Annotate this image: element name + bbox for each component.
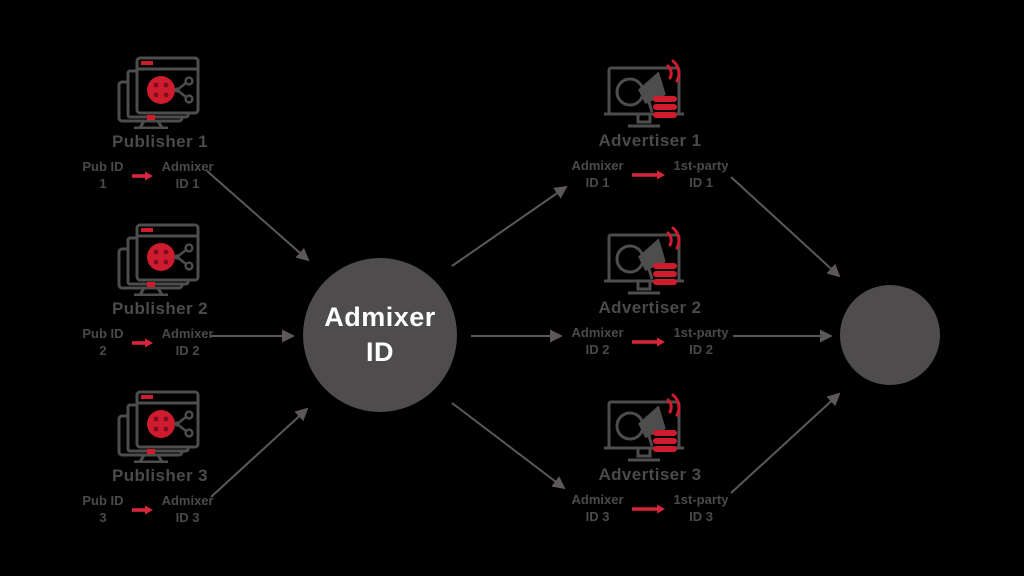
flow-arrow-adv3-to-endpoint	[730, 392, 841, 494]
mapped-id-label: Admixer ID 2	[161, 326, 214, 358]
publisher-name: Publisher 2	[111, 299, 209, 318]
id-transfer-arrow-icon	[631, 170, 665, 180]
publisher-3-node: Publisher 3 Pub ID 3 Admixer ID 3	[60, 387, 260, 527]
source-id-label: Pub ID 3	[82, 493, 124, 525]
flow-arrow-pub3-to-center	[210, 407, 309, 498]
source-id-label: Admixer ID 1	[571, 158, 624, 190]
advertiser-name: Advertiser 3	[598, 465, 702, 484]
advertiser-megaphone-icon	[604, 59, 684, 128]
advertiser-name: Advertiser 1	[598, 131, 702, 150]
publisher-name: Publisher 1	[111, 132, 209, 151]
endpoint-circle	[840, 285, 940, 385]
publisher-name: Publisher 3	[111, 466, 209, 485]
source-id-label: Pub ID 2	[82, 326, 124, 358]
flow-arrow-center-to-adv1	[451, 185, 568, 267]
id-transfer-arrow-icon	[131, 338, 153, 348]
admixer-id-label-line2: ID	[366, 337, 394, 367]
id-mapping-row: Admixer ID 1 1st-party ID 1	[560, 158, 740, 192]
id-mapping-row: Pub ID 1 Admixer ID 1	[48, 159, 248, 193]
source-id-label: Admixer ID 2	[571, 325, 624, 357]
id-mapping-row: Admixer ID 3 1st-party ID 3	[560, 492, 740, 526]
publisher-1-node: Publisher 1 Pub ID 1 Admixer ID 1	[60, 53, 260, 193]
id-mapping-row: Admixer ID 2 1st-party ID 2	[560, 325, 740, 359]
flow-arrow-center-to-adv3	[451, 402, 566, 490]
advertiser-megaphone-icon	[604, 393, 684, 462]
advertiser-2-node: Advertiser 2 Admixer ID 2 1st-party ID 2	[560, 223, 740, 359]
publisher-cookie-monitor-icon	[117, 56, 200, 129]
id-transfer-arrow-icon	[131, 171, 153, 181]
advertiser-name: Advertiser 2	[598, 298, 702, 317]
publisher-cookie-monitor-icon	[117, 390, 200, 463]
admixer-id-circle: Admixer ID	[303, 258, 457, 412]
advertiser-1-node: Advertiser 1 Admixer ID 1 1st-party ID 1	[560, 56, 740, 192]
publisher-2-node: Publisher 2 Pub ID 2 Admixer ID 2	[60, 220, 260, 360]
mapped-id-label: Admixer ID 3	[161, 493, 214, 525]
id-transfer-arrow-icon	[131, 505, 153, 515]
id-transfer-arrow-icon	[631, 337, 665, 347]
mapped-id-label: 1st-party ID 1	[673, 158, 729, 190]
mapped-id-label: Admixer ID 1	[161, 159, 214, 191]
source-id-label: Admixer ID 3	[571, 492, 624, 524]
id-transfer-arrow-icon	[631, 504, 665, 514]
publisher-cookie-monitor-icon	[117, 223, 200, 296]
flow-arrow-adv1-to-endpoint	[730, 176, 841, 278]
id-mapping-row: Pub ID 3 Admixer ID 3	[48, 493, 248, 527]
flow-arrow-pub1-to-center	[206, 170, 310, 262]
id-mapping-row: Pub ID 2 Admixer ID 2	[48, 326, 248, 360]
mapped-id-label: 1st-party ID 3	[673, 492, 729, 524]
source-id-label: Pub ID 1	[82, 159, 124, 191]
advertiser-megaphone-icon	[604, 226, 684, 295]
mapped-id-label: 1st-party ID 2	[673, 325, 729, 357]
advertiser-3-node: Advertiser 3 Admixer ID 3 1st-party ID 3	[560, 390, 740, 526]
admixer-id-label-line1: Admixer	[324, 301, 436, 332]
